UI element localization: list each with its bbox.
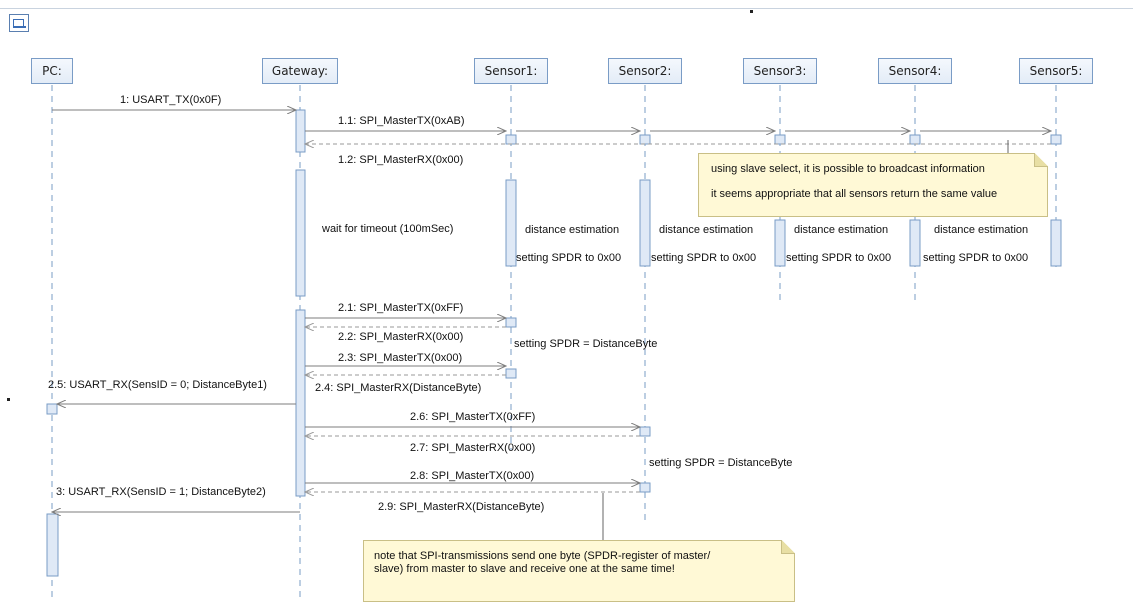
sensor2-distance-estimation: distance estimation <box>659 224 754 236</box>
lifeline-head-sensor4[interactable]: Sensor4: <box>878 58 952 84</box>
lifeline-head-sensor5[interactable]: Sensor5: <box>1019 58 1093 84</box>
message-label-m1-1[interactable]: 1.1: SPI_MasterTX(0xAB) <box>338 115 465 127</box>
activation-gateway-1 <box>295 109 306 153</box>
note-fold-corner <box>781 540 795 554</box>
activations <box>46 109 1062 577</box>
message-label-m2-9[interactable]: 2.9: SPI_MasterRX(DistanceByte) <box>378 501 545 513</box>
activation-sensor1-1 <box>505 134 517 145</box>
activation-sensor5-2 <box>1050 219 1062 267</box>
activation-sensor1-3 <box>505 317 517 328</box>
sensor2-setting-spdr: setting SPDR to 0x00 <box>651 252 757 264</box>
lifeline-head-pc[interactable]: PC: <box>31 58 73 84</box>
message-label-m2-8[interactable]: 2.8: SPI_MasterTX(0x00) <box>410 470 535 482</box>
note-anchors <box>602 140 1009 540</box>
message-label-m2-4[interactable]: 2.4: SPI_MasterRX(DistanceByte) <box>315 382 482 394</box>
activation-gateway-2 <box>295 169 306 297</box>
lifeline-label: Sensor2: <box>618 64 672 78</box>
activation-sensor3-2 <box>774 219 786 267</box>
message-label-m2-6[interactable]: 2.6: SPI_MasterTX(0xFF) <box>410 411 536 423</box>
message-arrows <box>52 110 1051 512</box>
activation-sensor4-2 <box>909 219 921 267</box>
sensor3-distance-estimation: distance estimation <box>794 224 889 236</box>
diagram-frame-icon[interactable] <box>9 14 29 32</box>
lifeline-label: Sensor3: <box>753 64 807 78</box>
note-broadcast-line2: it seems appropriate that all sensors re… <box>711 188 998 200</box>
wait-annotation: wait for timeout (100mSec) <box>322 223 454 235</box>
message-label-m2-5[interactable]: 2.5: USART_RX(SensID = 0; DistanceByte1) <box>48 379 267 391</box>
message-label-m1[interactable]: 1: USART_TX(0x0F) <box>120 94 222 106</box>
selection-marker <box>750 10 753 13</box>
sensor3-setting-spdr: setting SPDR to 0x00 <box>786 252 892 264</box>
lifeline-label: PC: <box>42 64 62 78</box>
activation-sensor1-2 <box>505 179 517 267</box>
activation-sensor5-1 <box>1050 134 1062 145</box>
sensor1-distance-estimation: distance estimation <box>525 224 620 236</box>
sensor1-spdr-distance: setting SPDR = DistanceByte <box>514 338 658 350</box>
activation-sensor3-1 <box>774 134 786 145</box>
message-label-m2-3[interactable]: 2.3: SPI_MasterTX(0x00) <box>338 352 463 364</box>
message-label-m2-1[interactable]: 2.1: SPI_MasterTX(0xFF) <box>338 302 464 314</box>
message-label-m1-2[interactable]: 1.2: SPI_MasterRX(0x00) <box>338 154 464 166</box>
note-spi-transmission[interactable]: note that SPI-transmissions send one byt… <box>363 540 795 602</box>
lifeline-head-sensor3[interactable]: Sensor3: <box>743 58 817 84</box>
activation-gateway-3 <box>295 309 306 497</box>
lifeline-label: Gateway: <box>271 64 329 78</box>
activation-sensor2-2 <box>639 179 651 267</box>
lifeline-label: Sensor1: <box>484 64 538 78</box>
note-spi-line2: slave) from master to slave and receive … <box>374 563 675 575</box>
activation-pc-2 <box>46 513 59 577</box>
activation-sensor2-1 <box>639 134 651 145</box>
activation-pc-1 <box>46 403 58 415</box>
note-broadcast-line1: using slave select, it is possible to br… <box>711 163 985 175</box>
sensor2-spdr-distance: setting SPDR = DistanceByte <box>649 457 793 469</box>
sensor4-distance-estimation: distance estimation <box>934 224 1029 236</box>
sensor4-setting-spdr: setting SPDR to 0x00 <box>923 252 1029 264</box>
lifeline-label: Sensor5: <box>1029 64 1083 78</box>
message-label-m3[interactable]: 3: USART_RX(SensID = 1; DistanceByte2) <box>56 486 266 498</box>
lifeline-head-sensor2[interactable]: Sensor2: <box>608 58 682 84</box>
activation-sensor1-4 <box>505 368 517 379</box>
editor-top-border <box>0 0 1133 9</box>
activation-sensor2-3 <box>639 426 651 437</box>
sensor1-setting-spdr: setting SPDR to 0x00 <box>516 252 622 264</box>
activation-sensor4-1 <box>909 134 921 145</box>
lifeline-head-sensor1[interactable]: Sensor1: <box>474 58 548 84</box>
message-label-m2-7[interactable]: 2.7: SPI_MasterRX(0x00) <box>410 442 536 454</box>
lifeline-label: Sensor4: <box>888 64 942 78</box>
note-fold-corner <box>1034 153 1048 167</box>
note-spi-line1: note that SPI-transmissions send one byt… <box>374 550 711 562</box>
lifeline-head-gateway[interactable]: Gateway: <box>262 58 338 84</box>
selection-marker <box>7 398 10 401</box>
activation-sensor2-4 <box>639 482 651 493</box>
message-label-m2-2[interactable]: 2.2: SPI_MasterRX(0x00) <box>338 331 464 343</box>
note-broadcast[interactable]: using slave select, it is possible to br… <box>698 153 1048 217</box>
